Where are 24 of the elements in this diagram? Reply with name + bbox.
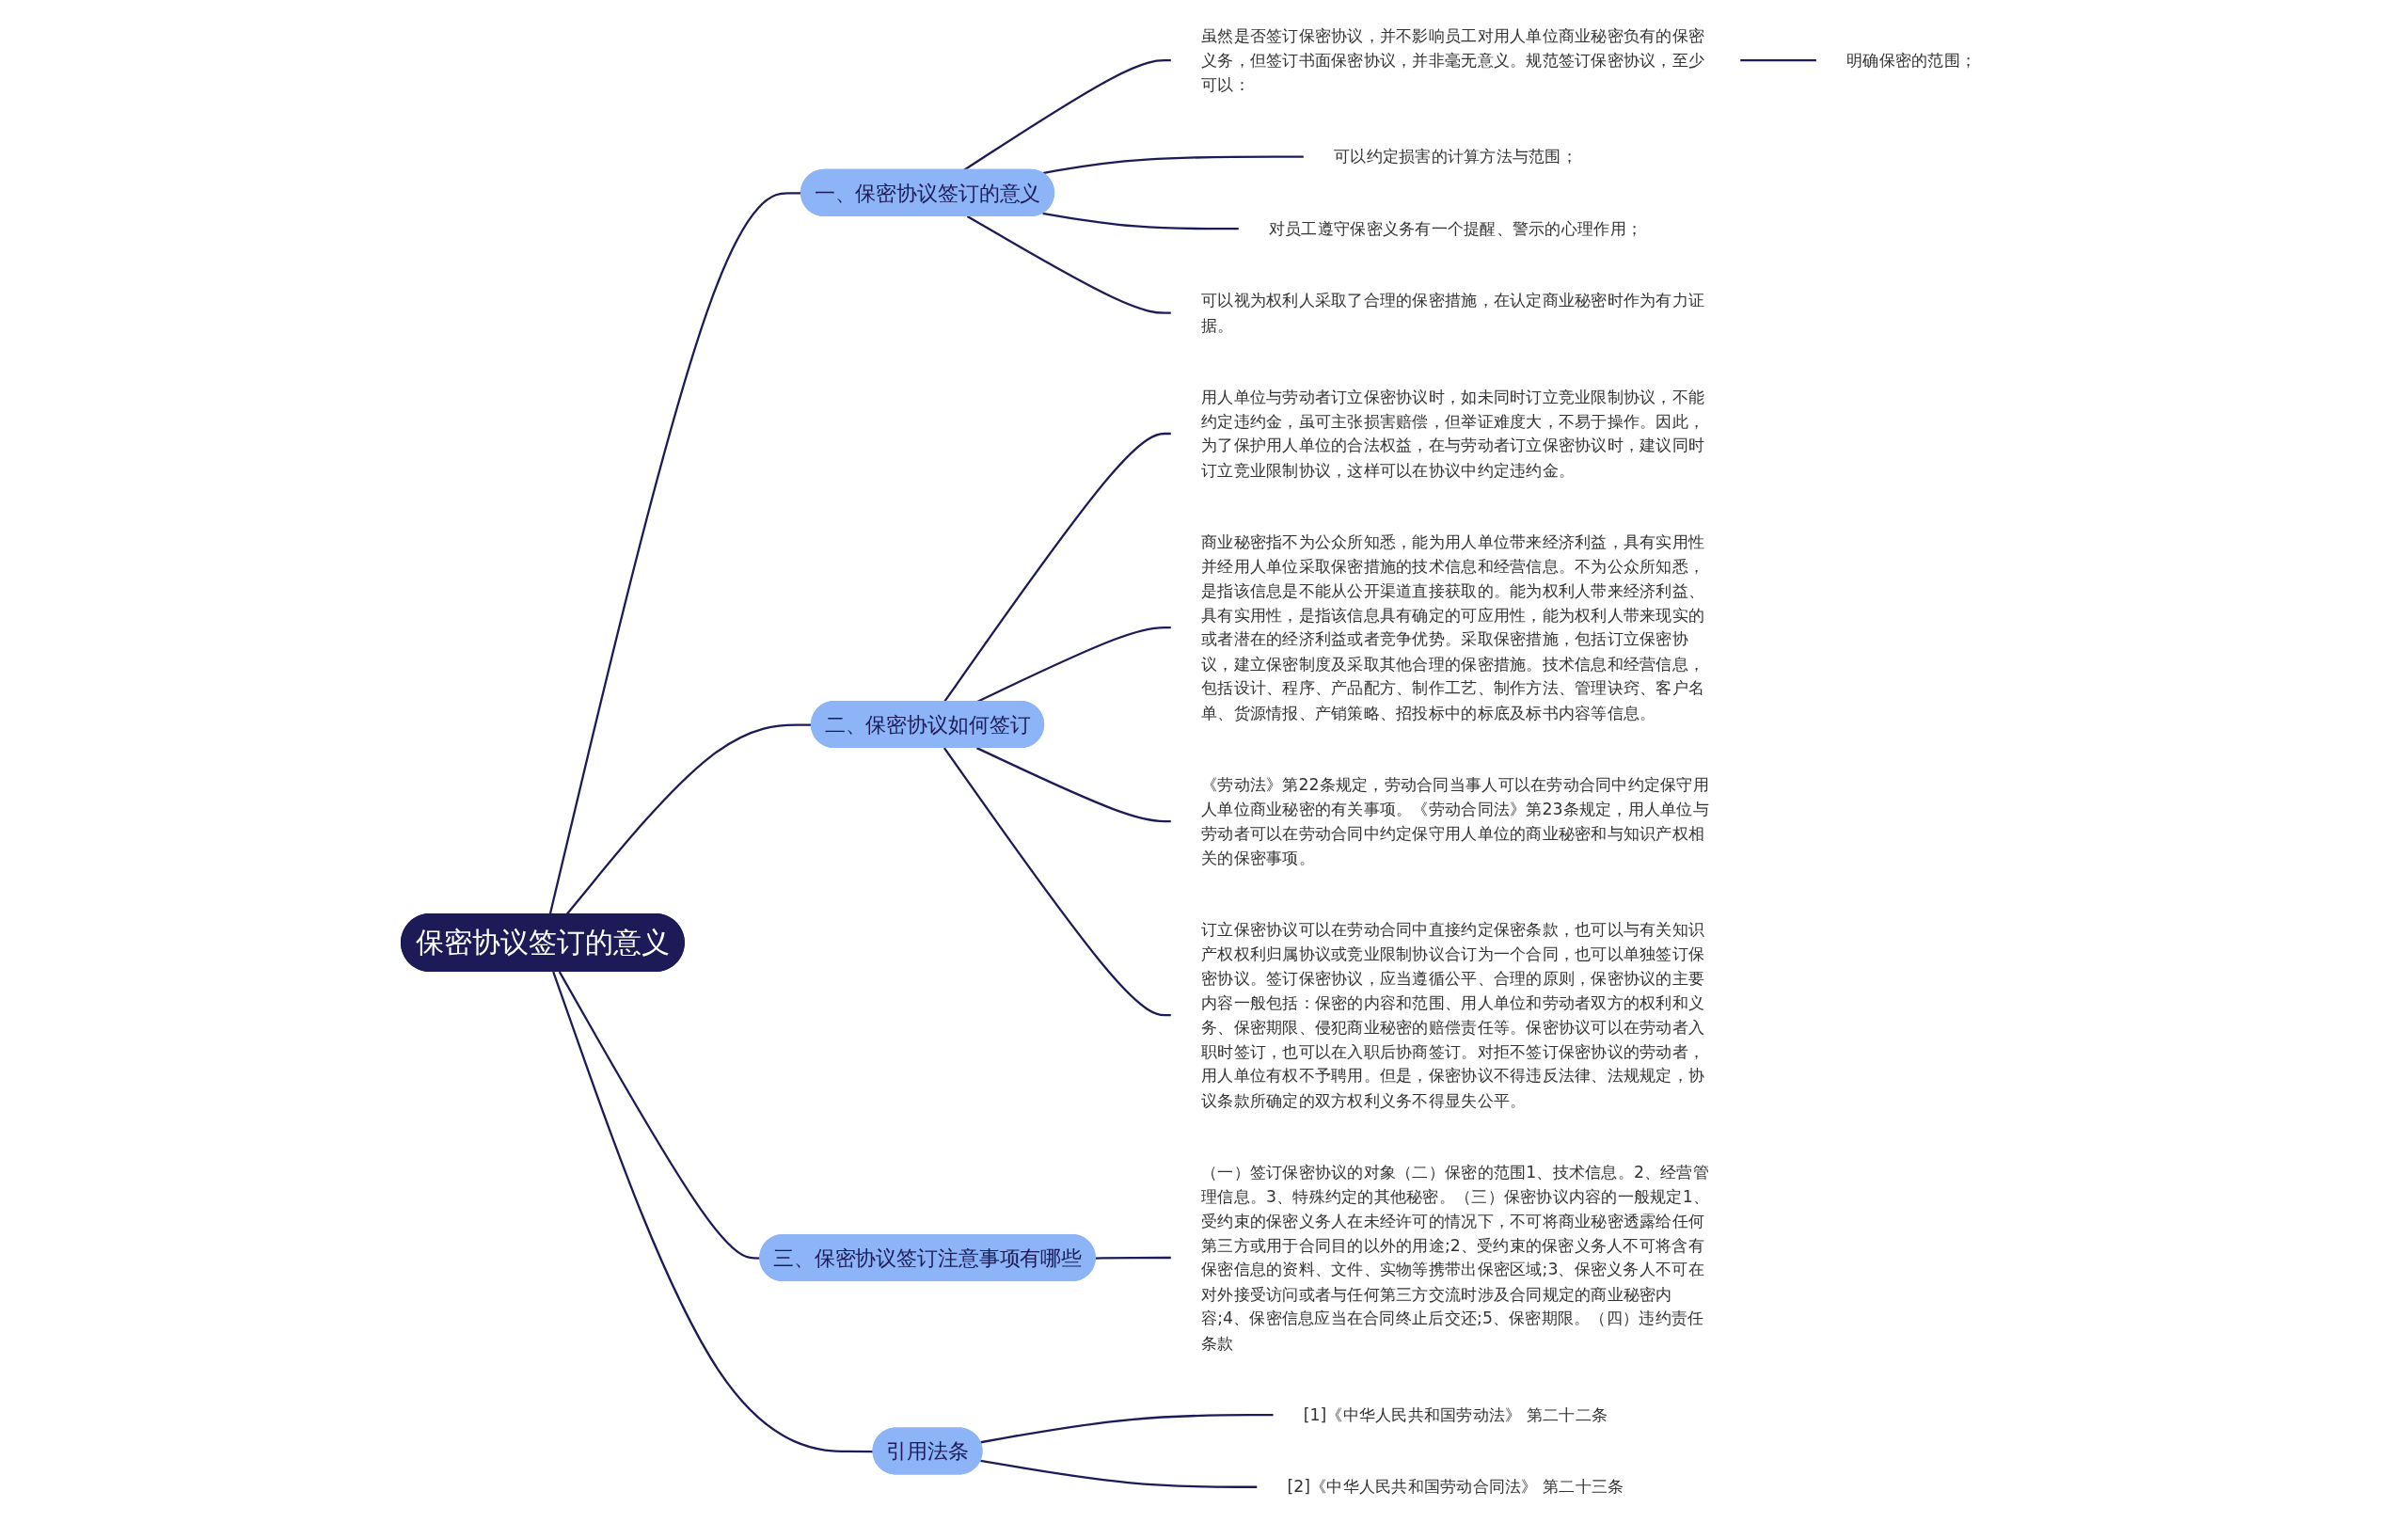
- node-text: 虽然是否签订保密协议，并不影响员工对用人单位商业秘密负有的保密义务，但签订书面保密协议，并非毫无意义。规范签订保密协议，至少可以：: [1201, 25, 1705, 95]
- connector: [1042, 212, 1239, 230]
- node-text: [1]《中华人民共和国劳动法》 第二十二条: [1303, 1404, 1608, 1425]
- node-text: 可以视为权利人采取了合理的保密措施，在认定商业秘密时作为有力证据。: [1201, 291, 1705, 335]
- connector: [962, 59, 1171, 171]
- connector: [1095, 1256, 1171, 1260]
- node-text: 用人单位与劳动者订立保密协议时，如未同时订立竞业限制协议，不能约定违约金，虽可主张损害赔偿，但举证难度大，不易于操作。因此，为了保护用人单位的合法权益，在与劳动者订立保密协议时，建议同时订立竞业限制协议，这样可以在协议中约定违约金。: [1201, 387, 1705, 480]
- node-text: 订立保密协议可以在劳动合同中直接约定保密条款，也可以与有关知识产权权利归属协议或竞业限制协议合订为一个合同，也可以单独签订保密协议。签订保密协议，应当遵循公平、合理的原则，保密协议的主要内容一般包括：保密的内容和范围、用人单位和劳动者双方的权利和义务、保密期限、侵犯商业秘密的赔偿责任等。保密协议可以在劳动者入职时签订，也可以在入职后协商签订。对拒不签订保密协议的劳动者，用人单位有权不予聘用。但是，保密协议不得违反法律、法规规定，协议条款所确定的双方权利义务不得显失公平。: [1201, 919, 1705, 1110]
- connector: [966, 214, 1171, 314]
- node-text: 可以约定损害的计算方法与范围；: [1334, 146, 1578, 167]
- node-text: 明确保密的范围；: [1846, 50, 1977, 71]
- connector: [976, 747, 1171, 823]
- node-text: 对员工遵守保密义务有一个提醒、警示的心理作用；: [1268, 218, 1643, 239]
- connector: [980, 1414, 1274, 1444]
- node-text: （一）签订保密协议的对象（二）保密的范围1、技术信息。2、经营管理信息。3、特殊约定的其他秘密。（三）保密协议内容的一般规定1、受约束的保密义务人在未经许可的情况下，不可将商业秘密透露给任何第三方或用于合同目的以外的用途;2、受约束的保密义务人不可将含有保密信息的资料、文件、实物等携带出保密区域;3、保密义务人不可在对外接受访问或者与任何第三方交流时涉及合同规定的商业秘密内容;4、保密信息应当在合同终止后交还;5、保密期限。（四）违约责任条款: [1201, 1162, 1709, 1353]
- connector: [943, 432, 1171, 703]
- node-text: 《劳动法》第22条规定，劳动合同当事人可以在劳动合同中约定保守用人单位商业秘密的有关事项。《劳动合同法》第23条规定，用人单位与劳动者可以在劳动合同中约定保守用人单位的商业秘密和与知识产权相关的保密事项。: [1201, 774, 1709, 868]
- connector: [980, 1459, 1258, 1488]
- node-text: 商业秘密指不为公众所知悉，能为用人单位带来经济利益，具有实用性并经用人单位采取保密措施的技术信息和经营信息。不为公众所知悉，是指该信息是不能从公开渠道直接获取的。能为权利人带来经济利益、具有实用性，是指该信息具有确定的可应用性，能为权利人带来现实的或者潜在的经济利益或者竞争优势。采取保密措施，包括订立保密协议，建立保密制度及采取其他合理的保密措施。技术信息和经营信息，包括设计、程序、产品配方、制作工艺、制作方法、管理诀窍、客户名单、货源情报、产销策略、招投标中的标底及标书内容等信息。: [1201, 531, 1705, 722]
- node-text: [2]《中华人民共和国劳动合同法》 第二十三条: [1287, 1477, 1624, 1497]
- connector: [552, 971, 874, 1453]
- connector: [1042, 155, 1304, 175]
- connector: [943, 747, 1171, 1017]
- connector: [1740, 59, 1816, 62]
